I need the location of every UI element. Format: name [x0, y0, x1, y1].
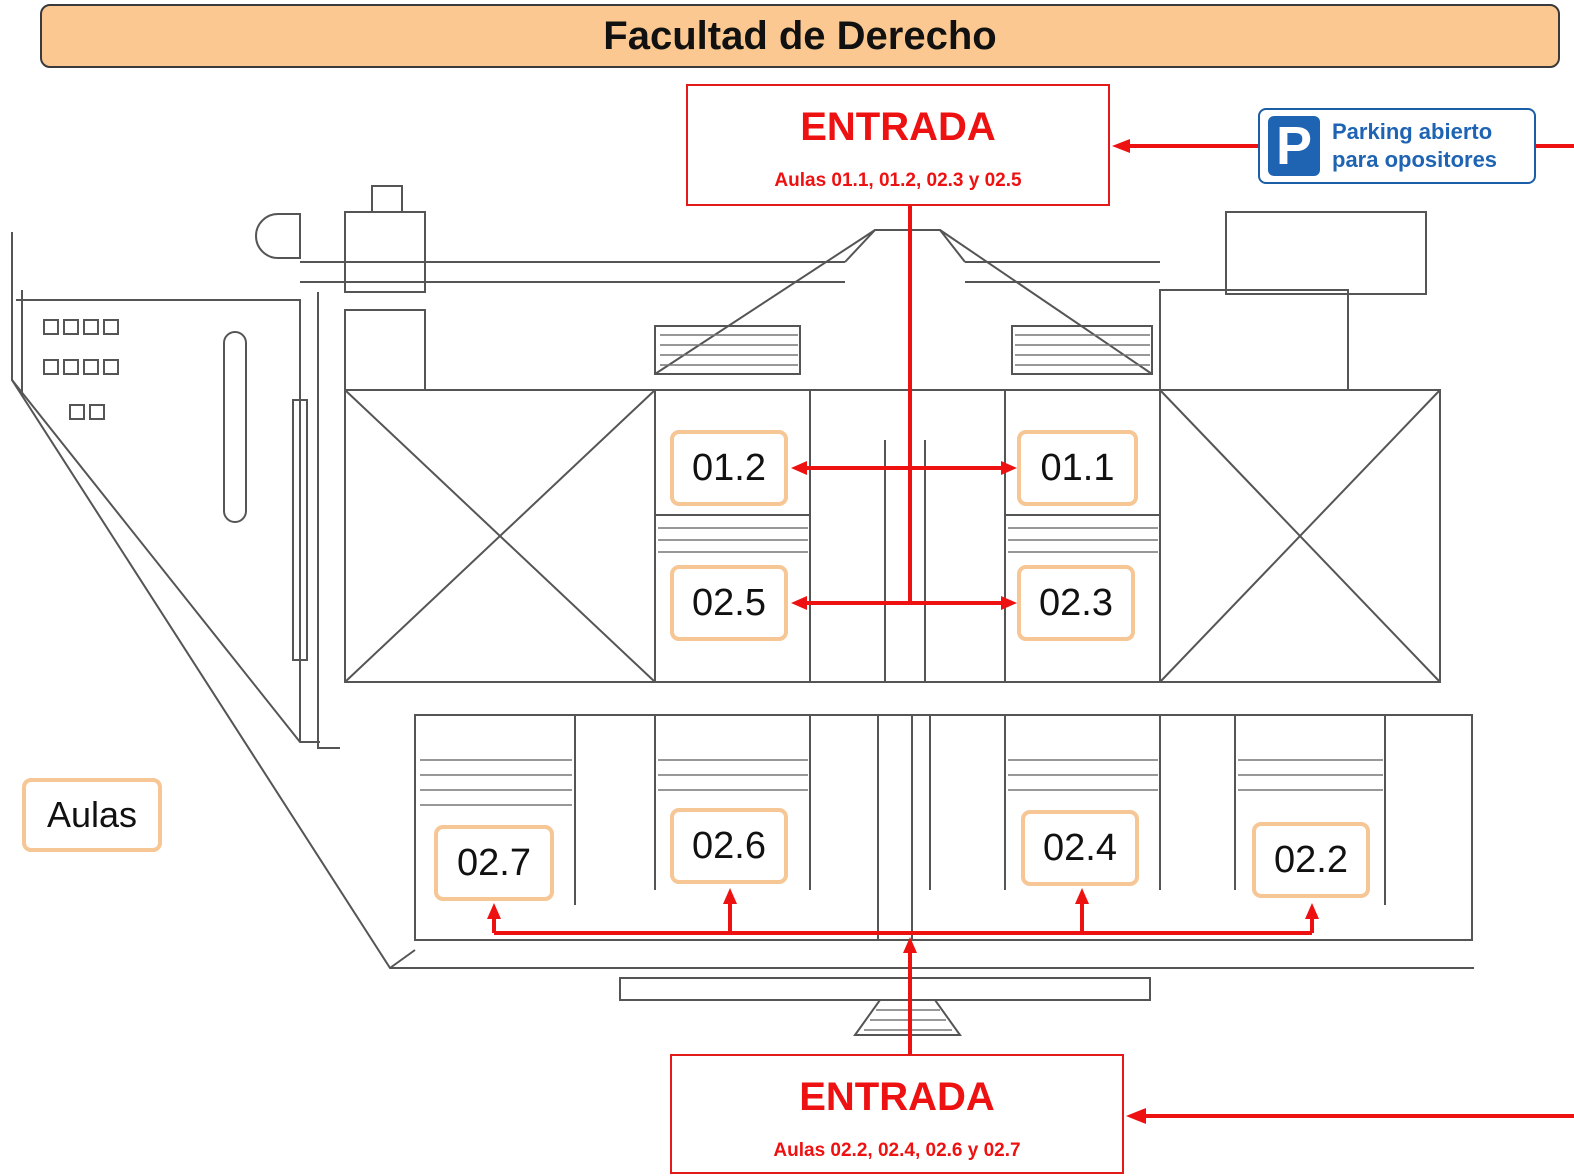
room-02-4-label: 02.4	[1021, 810, 1139, 886]
entrance-bottom-sign: ENTRADA Aulas 02.2, 02.4, 02.6 y 02.7	[670, 1054, 1124, 1174]
entrance-bottom-label: ENTRADA	[799, 1075, 995, 1119]
parking-line2: para opositores	[1332, 147, 1498, 172]
parking-sign: P Parking abierto para opositores	[1258, 108, 1536, 184]
entrance-top-sign: ENTRADA Aulas 01.1, 01.2, 02.3 y 02.5	[686, 84, 1110, 206]
page-title: Facultad de Derecho	[40, 4, 1560, 68]
entrance-top-label: ENTRADA	[800, 105, 996, 149]
parking-text: Parking abierto para opositores	[1332, 118, 1497, 174]
room-01-1-label: 01.1	[1017, 430, 1138, 506]
room-02-7-label: 02.7	[434, 825, 554, 901]
entrance-top-rooms: Aulas 01.1, 01.2, 02.3 y 02.5	[774, 170, 1022, 191]
room-01-2-label: 01.2	[670, 430, 788, 506]
room-02-6-label: 02.6	[670, 808, 788, 884]
room-02-3-label: 02.3	[1017, 565, 1135, 641]
room-02-2-label: 02.2	[1252, 822, 1370, 898]
parking-line1: Parking abierto	[1332, 119, 1493, 144]
room-02-5-label: 02.5	[670, 565, 788, 641]
parking-icon: P	[1268, 116, 1320, 176]
entrance-bottom-rooms: Aulas 02.2, 02.4, 02.6 y 02.7	[773, 1140, 1021, 1161]
legend-aulas: Aulas	[22, 778, 162, 852]
